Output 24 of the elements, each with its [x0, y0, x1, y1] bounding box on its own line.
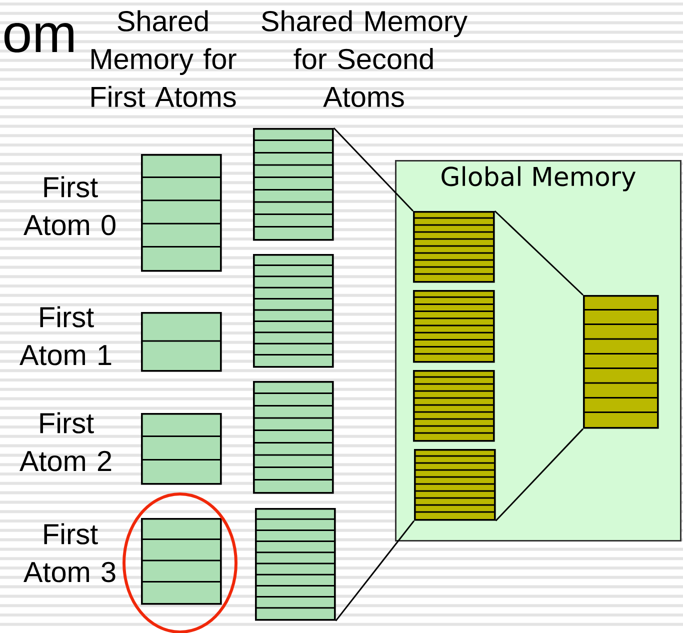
zoom-line: [335, 520, 415, 622]
row-label: First Atom 0: [24, 176, 116, 236]
zoom-line: [495, 428, 584, 522]
column-heading: Shared Memory for First Atoms: [92, 10, 236, 108]
memory-stack: [253, 128, 334, 241]
memory-stack: [583, 295, 659, 429]
title-fragment: om: [4, 23, 74, 53]
memory-stack: [141, 413, 222, 485]
memory-stack: [253, 254, 334, 368]
zoom-line: [333, 127, 414, 212]
memory-stack: [413, 211, 495, 283]
memory-stack: [141, 154, 222, 272]
memory-stack: [141, 518, 222, 605]
row-label: First Atom 1: [20, 306, 112, 366]
row-label: First Atom 3: [24, 523, 116, 582]
memory-stack: [413, 370, 495, 442]
memory-stack: [413, 290, 495, 363]
zoom-line: [494, 210, 584, 296]
column-heading: Shared Memory for Second Atoms: [262, 10, 468, 108]
memory-stack: [253, 381, 334, 494]
memory-stack: [414, 449, 496, 521]
row-label: First Atom 2: [20, 412, 112, 472]
memory-stack: [141, 312, 222, 372]
memory-stack: [255, 508, 336, 621]
